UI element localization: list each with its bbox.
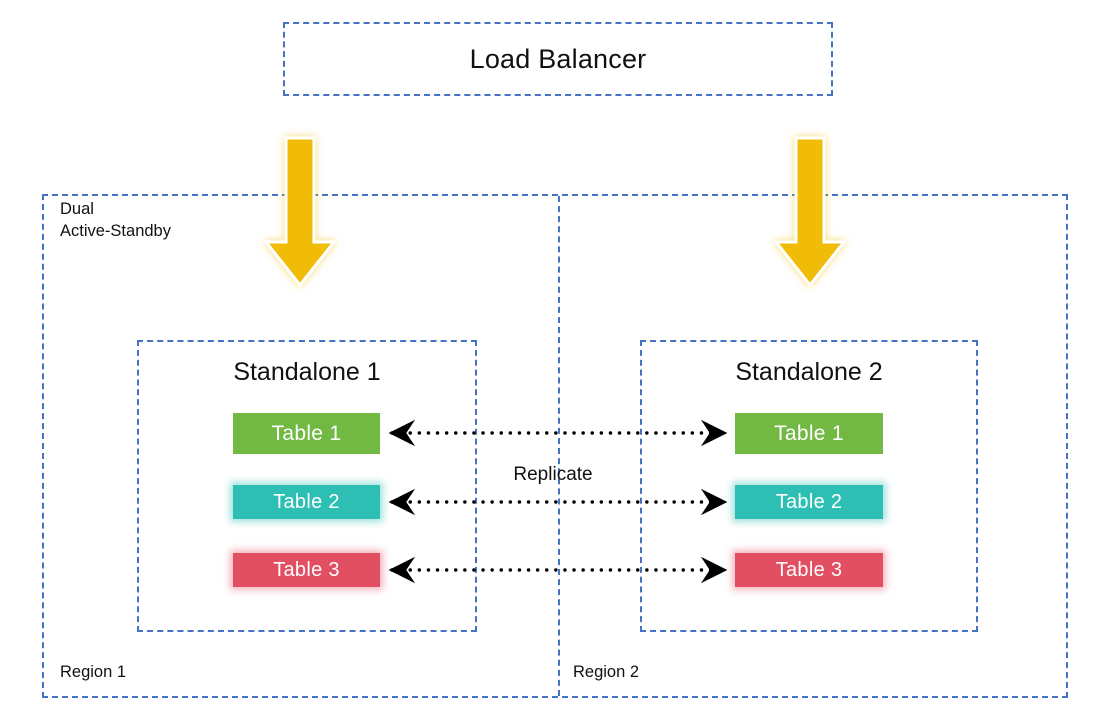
standalone-2-box: Standalone 2 [640, 340, 978, 632]
load-balancer-label: Load Balancer [469, 43, 647, 74]
region-2-label: Region 2 [573, 663, 640, 681]
dual-active-standby-region [42, 194, 1068, 698]
standalone-1-table-3[interactable]: Table 3 [233, 553, 380, 587]
standalone-1-table-1[interactable]: Table 1 [233, 413, 380, 454]
down-arrow-right [773, 136, 847, 288]
load-balancer-box: Load Balancer [283, 22, 833, 96]
standalone-1-title: Standalone 1 [233, 358, 381, 386]
arrow-shape [263, 136, 337, 288]
region-divider [558, 196, 560, 696]
replicate-label: Replicate [513, 464, 593, 485]
standalone-1-table-2[interactable]: Table 2 [233, 485, 380, 519]
standalone-2-title: Standalone 2 [735, 358, 883, 386]
region-1-label: Region 1 [60, 663, 127, 681]
replicate-label-wrap: Replicate [0, 464, 1094, 486]
arrow-shape [773, 136, 847, 288]
standalone-2-table-3[interactable]: Table 3 [735, 553, 883, 587]
down-arrow-left [263, 136, 337, 288]
standalone-2-table-1[interactable]: Table 1 [735, 413, 883, 454]
standalone-2-table-2[interactable]: Table 2 [735, 485, 883, 519]
standalone-1-box: Standalone 1 [137, 340, 477, 632]
dual-active-standby-label: Dual Active-Standby [60, 200, 171, 240]
